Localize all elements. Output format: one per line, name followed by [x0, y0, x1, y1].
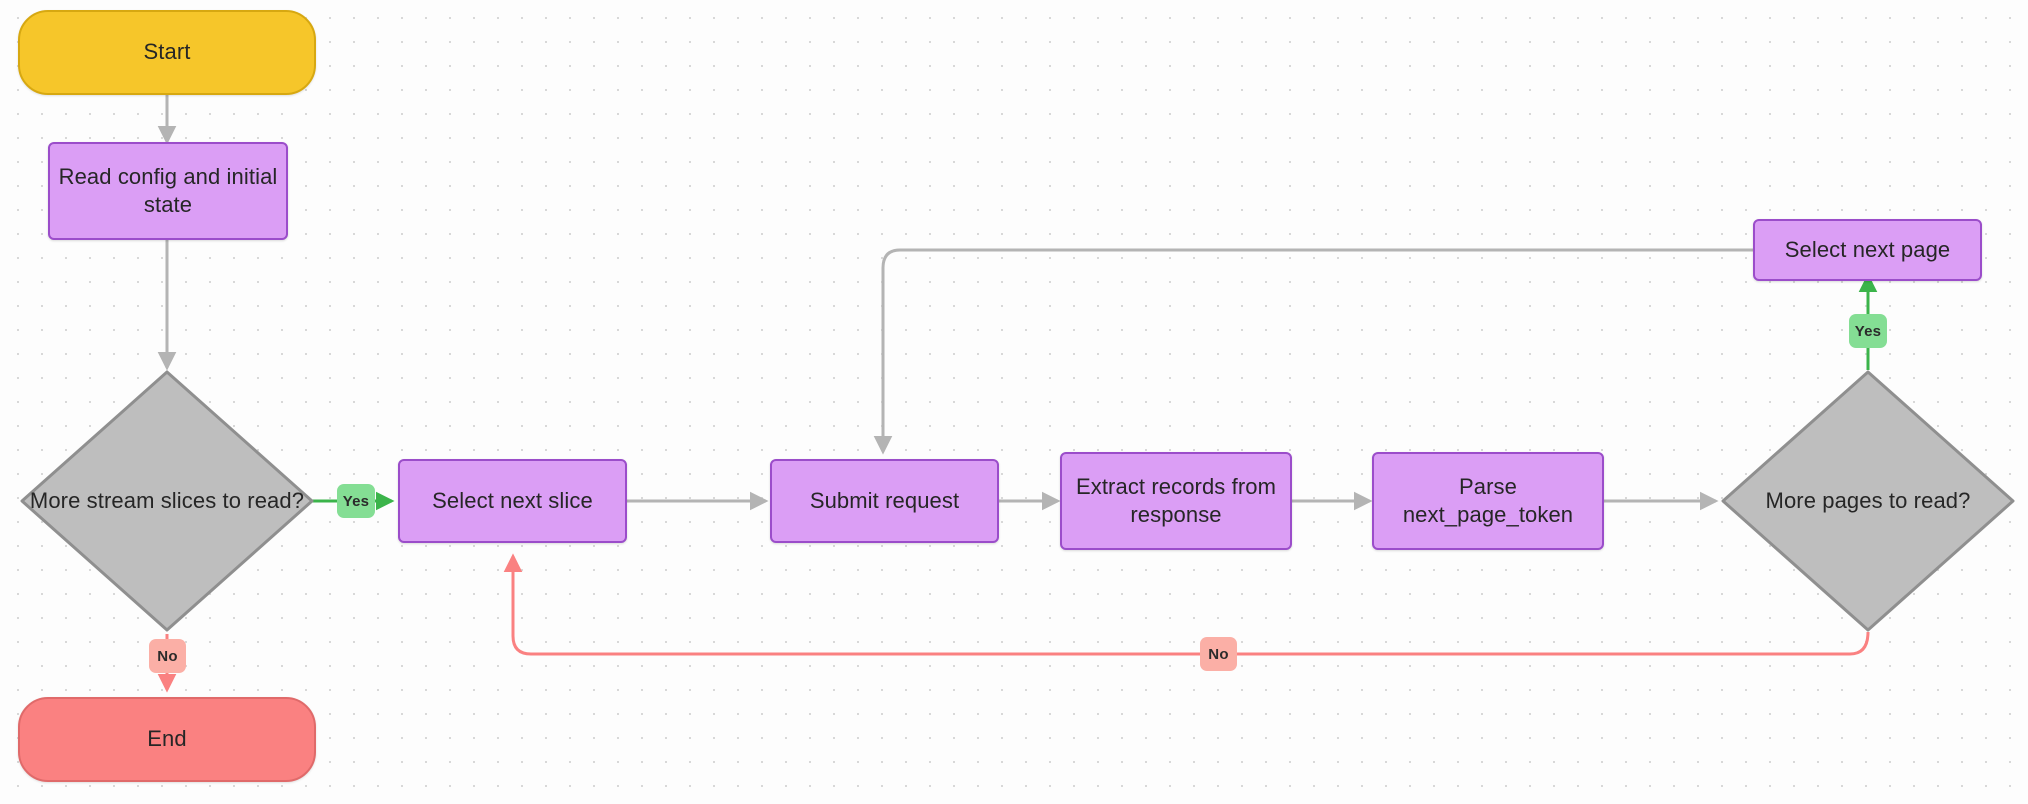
node-more-stream-slices-label: More stream slices to read?	[29, 487, 305, 513]
node-submit-request[interactable]: Submit request	[770, 459, 999, 543]
edge-label-more-pages-no-text: No	[1208, 645, 1229, 663]
diamond-shape-more-stream-slices	[20, 370, 314, 632]
node-parse-next-page-token-label: Parse next_page_token	[1402, 473, 1574, 527]
node-parse-next-page-token[interactable]: Parse next_page_token	[1372, 452, 1604, 550]
node-read-config[interactable]: Read config and initial state	[48, 142, 288, 240]
edge-label-more-pages-yes-text: Yes	[1854, 322, 1882, 340]
node-read-config-label: Read config and initial state	[58, 163, 278, 217]
node-select-next-slice-label: Select next slice	[432, 487, 593, 513]
edge-label-more-pages-no[interactable]: No	[1200, 637, 1237, 671]
edge-next-page-to-submit	[873, 248, 1753, 455]
node-submit-request-label: Submit request	[809, 487, 960, 513]
edge-more-pages-no-to-next-slice	[503, 553, 1870, 656]
node-start-label: Start	[143, 39, 191, 65]
node-extract-records-label: Extract records from response	[1075, 473, 1277, 527]
edge-label-more-slices-yes[interactable]: Yes	[337, 484, 375, 518]
edge-label-more-slices-no[interactable]: No	[149, 639, 186, 673]
node-select-next-page[interactable]: Select next page	[1753, 219, 1982, 281]
node-end-label: End	[147, 726, 187, 752]
edge-label-more-pages-yes[interactable]: Yes	[1849, 314, 1887, 348]
node-start[interactable]: Start	[18, 10, 316, 95]
edge-label-more-slices-yes-text: Yes	[342, 492, 370, 510]
node-more-pages[interactable]: More pages to read?	[1719, 368, 2017, 634]
node-extract-records[interactable]: Extract records from response	[1060, 452, 1292, 550]
node-select-next-page-label: Select next page	[1784, 236, 1951, 262]
node-select-next-slice[interactable]: Select next slice	[398, 459, 627, 543]
edge-label-more-slices-no-text: No	[157, 647, 178, 665]
node-more-pages-label: More pages to read?	[1765, 487, 1971, 513]
node-end[interactable]: End	[18, 697, 316, 782]
node-more-stream-slices[interactable]: More stream slices to read?	[18, 368, 316, 634]
